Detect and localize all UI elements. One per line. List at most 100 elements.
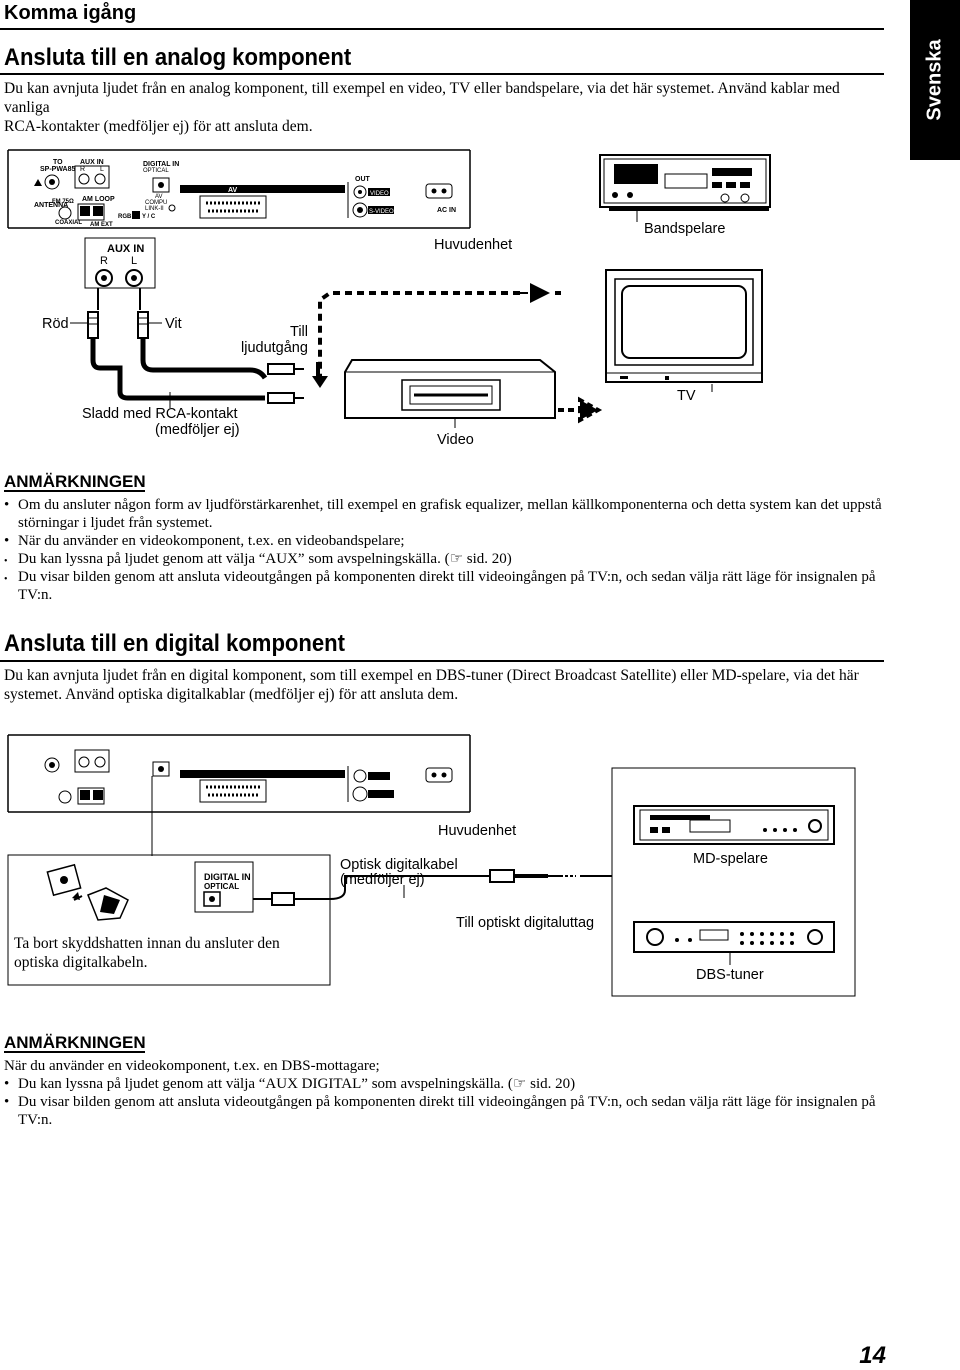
jack-l-label: L: [131, 255, 137, 267]
digital-intro: Du kan avnjuta ljudet från en digital ko…: [4, 666, 884, 704]
jack-digital-in-label: DIGITAL IN: [204, 872, 251, 882]
panel-to-label: TO: [53, 159, 63, 166]
video-label: Video: [437, 432, 474, 448]
notes1-sub2-line1: Du visar bilden genom att ansluta videou…: [18, 569, 876, 585]
panel-compu-label: COMPU: [145, 200, 167, 206]
digital-heading-rule: [0, 660, 884, 662]
protective-cap-illustration: [7, 854, 331, 986]
caption-line1: Ta bort skyddshatten innan du ansluter d…: [14, 935, 280, 952]
panel-rgb-label: RGB: [118, 214, 132, 220]
panel-fm-label: FM 75Ω: [52, 199, 74, 205]
signal-path: [312, 283, 603, 424]
panel-am-loop-label: AM LOOP: [82, 196, 115, 203]
rca-cable: [87, 311, 304, 408]
notes1-list: • Om du ansluter någon form av ljudförst…: [4, 496, 884, 604]
main-unit-label-2: Huvudenhet: [438, 823, 516, 839]
to-output-label-2: ljudutgång: [241, 340, 308, 356]
md-player-illustration: [633, 805, 835, 845]
notes2-item1: • Du kan lyssna på ljudet genom att välj…: [4, 1075, 904, 1093]
optical-cable-label-2: (medföljer ej): [340, 872, 425, 888]
notes1-sub2-line2: TV:n.: [18, 587, 53, 603]
dbs-tuner-label: DBS-tuner: [696, 967, 764, 983]
panel-l-label: L: [100, 166, 104, 173]
panel-av-compu-label: AV: [155, 194, 163, 200]
notes2-item2: • Du visar bilden genom att ansluta vide…: [4, 1093, 904, 1129]
notes1-item1-line2: störningar i ljudet från systemet.: [18, 515, 213, 531]
main-unit-label: Huvudenhet: [434, 237, 512, 253]
optical-cable: [253, 869, 560, 906]
sub-bullet: •: [4, 574, 8, 585]
arrow-to-tv: [580, 400, 598, 420]
tape-deck-illustration: [599, 154, 771, 222]
panel-video-label: VIDEO: [370, 191, 389, 197]
notes2-item1-text: Du kan lyssna på ljudet genom att välja …: [18, 1076, 576, 1092]
notes2-heading: ANMÄRKNINGEN: [4, 1033, 146, 1052]
notes1-item1-line1: Om du ansluter någon form av ljudförstär…: [18, 497, 882, 513]
language-tab: Svenska: [910, 0, 960, 160]
rca-cable-label-2: (medföljer ej): [155, 422, 240, 438]
sub-bullet: •: [4, 556, 8, 567]
notes1-sub2: • Du visar bilden genom att ansluta vide…: [4, 568, 884, 604]
notes1-item1: • Om du ansluter någon form av ljudförst…: [4, 496, 884, 532]
panel-yc-label: Y / C: [142, 214, 156, 220]
protective-cap-caption: Ta bort skyddshatten innan du ansluter d…: [14, 934, 324, 972]
digital-heading: Ansluta till en digital komponent: [4, 630, 346, 657]
jack-aux-in-label: AUX IN: [107, 243, 144, 255]
main-unit-panel: TO SP-PWA85 AUX IN R L AM LOOP ANTENNA F…: [7, 149, 471, 229]
to-optical-label: Till optiskt digitaluttag: [456, 915, 594, 931]
rca-cable-label-1: Sladd med RCA-kontakt: [82, 406, 238, 422]
arrow-to-tape: [530, 283, 550, 303]
bullet: •: [4, 1094, 10, 1110]
white-label: Vit: [165, 316, 182, 332]
dbs-tuner-illustration: [633, 921, 835, 965]
panel-speaker-label: SP-PWA85: [40, 166, 76, 173]
red-label: Röd: [42, 316, 69, 332]
analog-intro-line1: Du kan avnjuta ljudet från en analog kom…: [4, 80, 840, 116]
digital-intro-line2: systemet. Använd optiska digitalkablar (…: [4, 686, 459, 703]
notes2-intro: När du använder en videokomponent, t.ex.…: [4, 1058, 380, 1074]
notes1-item2: • När du använder en videokomponent, t.e…: [4, 532, 884, 550]
scart-connector: [206, 201, 260, 213]
caption-line2: optiska digitalkabeln.: [14, 954, 148, 971]
notes1-heading: ANMÄRKNINGEN: [4, 472, 146, 491]
panel-digital-in-label: DIGITAL IN: [143, 161, 179, 168]
analog-intro: Du kan avnjuta ljudet från en analog kom…: [4, 79, 884, 136]
panel-optical-label: OPTICAL: [143, 168, 169, 174]
tv-illustration: [605, 269, 763, 392]
to-output-label-1: Till: [290, 324, 308, 340]
notes1-sub1-text: Du kan lyssna på ljudet genom att välja …: [18, 551, 512, 567]
md-player-label: MD-spelare: [693, 851, 768, 867]
bullet: •: [4, 497, 10, 513]
main-unit-panel-2: [7, 734, 471, 813]
notes2-list: När du använder en videokomponent, t.ex.…: [4, 1057, 904, 1129]
panel-svideo-label: S-VIDEO: [369, 209, 394, 215]
panel-aux-in-label: AUX IN: [80, 159, 104, 166]
panel-antenna-label: ANTENNA: [34, 202, 68, 209]
header-rule: [0, 28, 884, 30]
analog-heading: Ansluta till en analog komponent: [4, 44, 352, 71]
notes1-heading-rule: [4, 490, 145, 492]
analog-heading-rule: [0, 73, 884, 75]
panel-coaxial-label: COAXIAL: [55, 220, 82, 226]
jack-optical-label: OPTICAL: [204, 882, 239, 891]
panel-av-label: AV: [228, 187, 238, 194]
jack-r-label: R: [100, 255, 108, 267]
optical-cable-label-1: Optisk digitalkabel: [340, 857, 458, 873]
notes2-heading-rule: [4, 1051, 145, 1053]
notes1-sub1: • Du kan lyssna på ljudet genom att välj…: [4, 550, 884, 568]
notes1-item2-text: När du använder en videokomponent, t.ex.…: [18, 533, 405, 549]
digital-intro-line1: Du kan avnjuta ljudet från en digital ko…: [4, 667, 859, 684]
panel-link-label: LINK-II: [145, 206, 164, 212]
language-tab-label: Svenska: [923, 39, 946, 121]
panel-ac-in-label: AC IN: [437, 207, 456, 214]
notes2-item2-text: Du visar bilden genom att ansluta videou…: [18, 1094, 876, 1128]
panel-am-ext-label: AM EXT: [90, 222, 113, 228]
optical-jack-detail: DIGITAL IN OPTICAL: [151, 776, 254, 913]
panel-out-label: OUT: [355, 176, 371, 183]
digital-connection-diagram: Huvudenhet DIGITAL IN OPTICAL Optisk dig…: [7, 734, 856, 997]
analog-connection-diagram: TO SP-PWA85 AUX IN R L AM LOOP ANTENNA F…: [7, 149, 771, 448]
page-number: 14: [859, 1342, 886, 1369]
vcr-illustration: [344, 359, 556, 428]
aux-in-jack-detail: AUX IN R L: [84, 237, 156, 310]
bullet: •: [4, 1076, 10, 1092]
